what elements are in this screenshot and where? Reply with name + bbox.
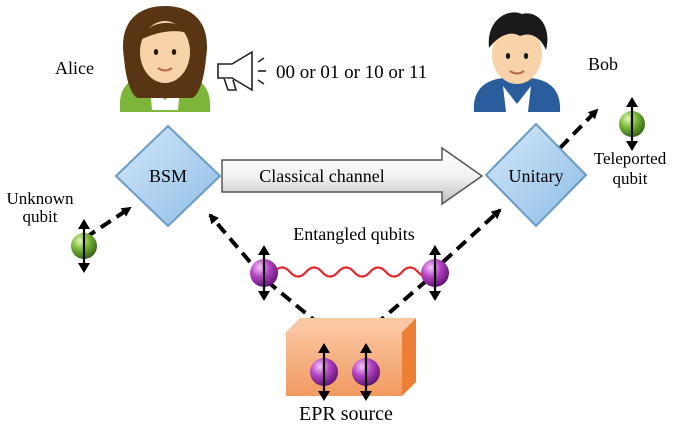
bob-label: Bob: [588, 54, 618, 74]
epr-source-label: EPR source: [299, 403, 393, 425]
alice-label: Alice: [55, 58, 94, 78]
megaphone-icon: [217, 50, 266, 92]
message-label: 00 or 01 or 10 or 11: [276, 62, 427, 83]
alice-avatar-icon: [119, 6, 211, 112]
bsm-label: BSM: [149, 166, 187, 186]
classical-channel-label: Classical channel: [259, 166, 384, 186]
unitary-to-teleported-line: [558, 108, 599, 150]
bsm-diamond: [114, 124, 222, 228]
unitary-label: Unitary: [509, 166, 564, 186]
teleported-qubit-label-line1: Teleported: [594, 149, 667, 168]
entangled-qubits-label: Entangled qubits: [293, 224, 414, 244]
epr-to-unitary-line: [441, 208, 502, 264]
epr-to-bsm-line: [208, 213, 252, 264]
entanglement-wave: [273, 266, 435, 278]
unknown-qubit-label-line2: qubit: [23, 207, 58, 226]
teleported-qubit-label-line2: qubit: [613, 169, 648, 188]
qubit-source-left: [310, 343, 338, 401]
source-to-left-qubit-line: [266, 280, 322, 327]
qubit-unknown: [71, 219, 97, 273]
qubit-source-right: [352, 343, 380, 401]
qubit-entangled-right: [421, 245, 449, 301]
source-to-right-qubit-line: [373, 280, 427, 327]
unknown-to-bsm-line: [83, 206, 132, 240]
epr-source-box: [286, 318, 416, 396]
qubit-teleported: [619, 97, 645, 151]
classical-channel-arrow: [221, 146, 484, 206]
unknown-qubit-label-line1: Unknown: [6, 189, 74, 208]
qubit-entangled-left: [250, 245, 278, 301]
bob-avatar-icon: [473, 12, 561, 112]
unitary-diamond: [484, 122, 588, 228]
